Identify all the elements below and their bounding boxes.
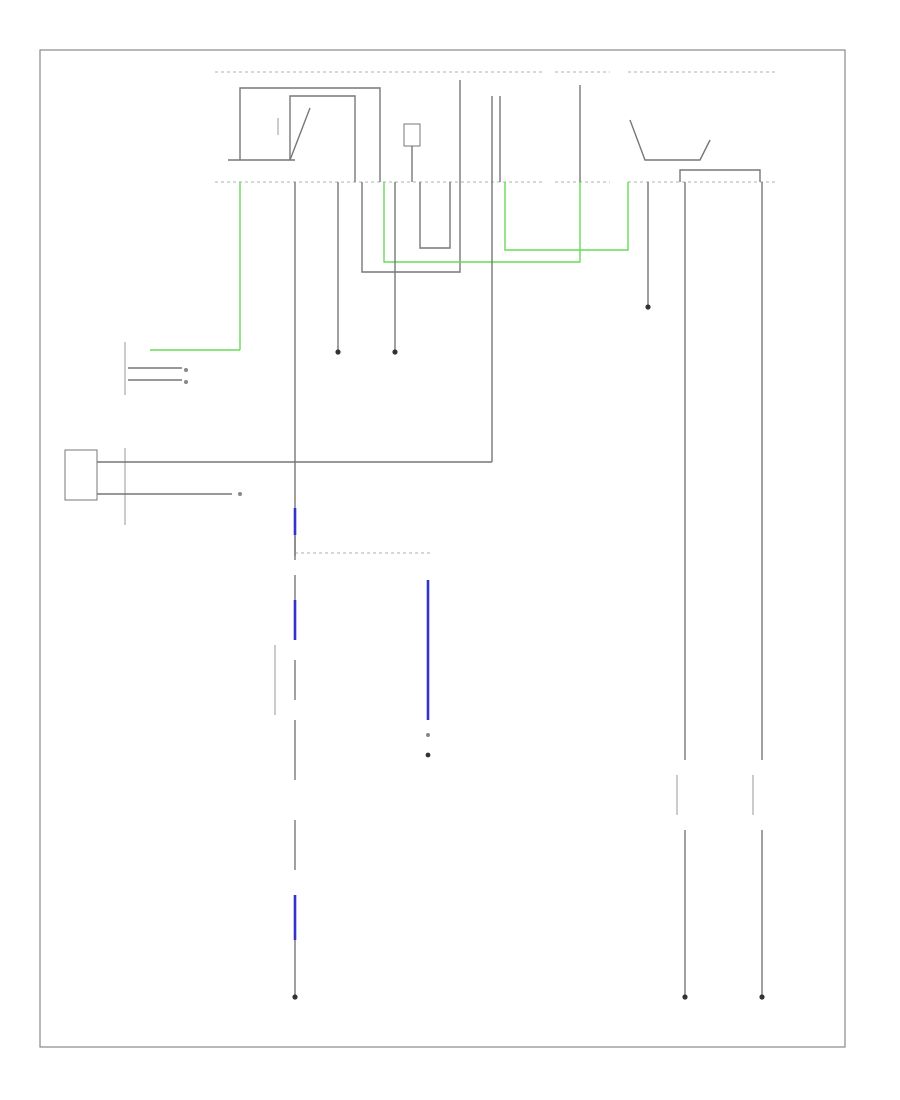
fuse-a: [403, 123, 421, 147]
right-lamps: [676, 775, 765, 1000]
diagram-frame: [39, 49, 846, 1048]
ground-bottom-mid: [682, 994, 688, 1000]
ground-upper-right: [645, 304, 651, 310]
center-wire-path: [274, 508, 430, 1000]
ground-lamp-center: [392, 349, 398, 355]
left-switch: [124, 342, 188, 395]
fuse-block: [403, 80, 761, 182]
ground-bottom-left: [292, 994, 298, 1000]
main-relay: [228, 87, 381, 182]
relay-box: [64, 448, 492, 525]
ground-lamp-left: [335, 349, 341, 355]
drop-wires: [150, 182, 763, 760]
branch-wire-path: [425, 580, 431, 758]
ground-bottom-right: [759, 994, 765, 1000]
